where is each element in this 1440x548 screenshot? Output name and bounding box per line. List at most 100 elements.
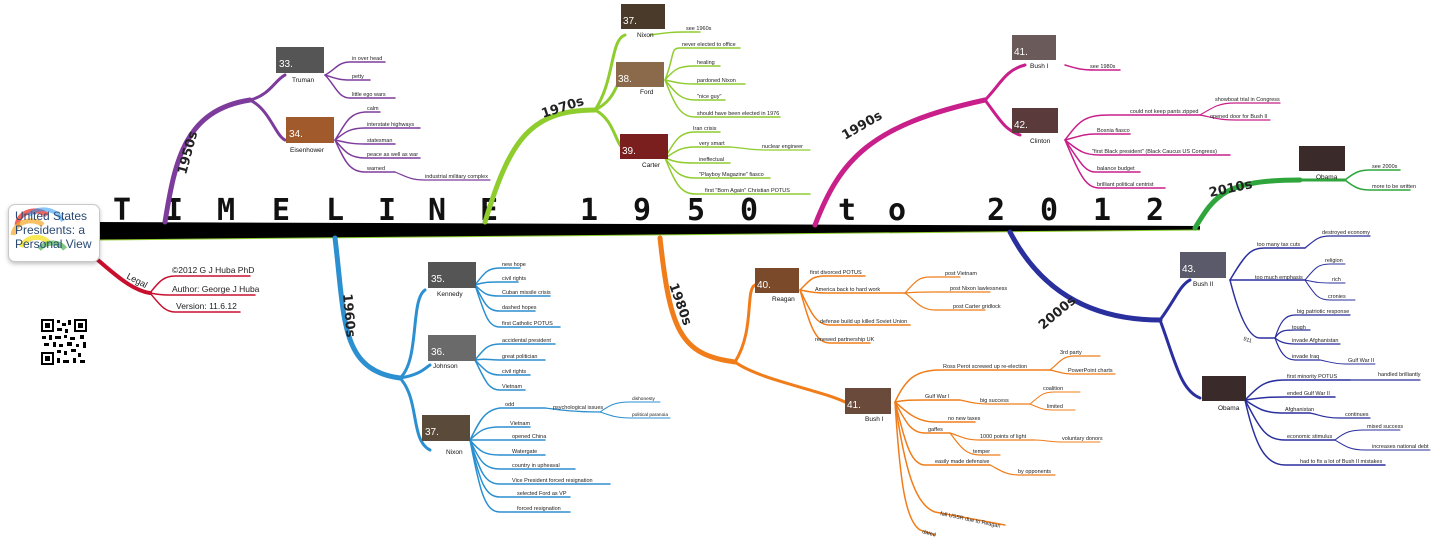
- portrait-photo: [1202, 376, 1246, 401]
- title-letter: 0: [1040, 193, 1058, 228]
- portrait-photo: [428, 335, 476, 361]
- badge-number: 43.: [1182, 264, 1196, 275]
- branch-2010s: [1192, 169, 1411, 231]
- note-label: handled brilliantly: [1378, 372, 1421, 378]
- note-label: continues: [1345, 412, 1369, 418]
- timeline-title: T I M E L I N E 1 9 5 0 t o 2 0 1 2: [113, 193, 1164, 228]
- note-label: "nice guy": [697, 94, 721, 100]
- note-label: should have been elected in 1976: [697, 111, 779, 117]
- note-label: civil rights: [502, 276, 526, 282]
- portrait-photo: [1180, 252, 1226, 278]
- branch-1990s: [812, 63, 1281, 228]
- portrait-photo: [276, 47, 324, 73]
- president-name: Obama: [1316, 174, 1338, 181]
- note-label: Vietnam: [502, 384, 522, 390]
- portrait-photo: [845, 388, 891, 414]
- notes-1970s: see 1960s never elected to office healin…: [682, 26, 803, 194]
- note-label: country in upheaval: [512, 463, 560, 469]
- badge-number: 41.: [847, 400, 861, 411]
- president-name: Bush I: [1030, 63, 1049, 70]
- president-name: Johnson: [433, 363, 458, 370]
- president-name: Bush I: [865, 416, 884, 423]
- notes-1960s: new hope civil rights Cuban missile cris…: [502, 262, 668, 512]
- note-label: temper: [973, 449, 990, 455]
- title-letter: I: [378, 193, 396, 228]
- note-label: healing: [697, 60, 715, 66]
- note-label: warned: [366, 166, 385, 172]
- note-label: psychological issues: [553, 405, 603, 411]
- note-label: voluntary donors: [1062, 436, 1103, 442]
- note-label: first Catholic POTUS: [502, 321, 553, 327]
- badge-number: 37.: [623, 16, 637, 27]
- portrait-photo: [755, 268, 799, 293]
- note-label: "first Black president" (Black Caucus US…: [1092, 149, 1217, 155]
- note-label: opened door for Bush II: [1210, 114, 1268, 120]
- note-label: post Carter gridlock: [953, 304, 1001, 310]
- note-label: Iran crisis: [693, 126, 717, 132]
- badge-number: 41.: [1014, 47, 1028, 58]
- root-topic[interactable]: United States Presidents: a Personal Vie…: [8, 204, 100, 262]
- note-label: forced resignation: [517, 506, 561, 512]
- note-label: calm: [367, 106, 379, 112]
- root-title-line: Presidents: a: [15, 223, 86, 237]
- note-label: dishonesty: [632, 396, 656, 402]
- branch-1950s: [162, 61, 491, 225]
- portrait-photo: [1012, 35, 1056, 60]
- badge-number: 36.: [431, 347, 445, 358]
- note-label: interstate highways: [367, 122, 414, 128]
- note-label: never elected to office: [682, 42, 736, 48]
- notes-2000s: too many tax cuts destroyed economy too …: [1242, 230, 1429, 465]
- note-label: 911: [1242, 336, 1252, 344]
- note-label: Vietnam: [510, 421, 530, 427]
- president-name: Kennedy: [437, 291, 463, 298]
- notes-1950s: in over head petty little ego wars calm …: [352, 56, 488, 180]
- title-letter: 2: [987, 193, 1005, 228]
- portrait-photo: [620, 134, 668, 159]
- title-letter: 9: [633, 193, 651, 228]
- note-label: Vice President forced resignation: [512, 478, 593, 484]
- note-label: first "Born Again" Christian POTUS: [705, 188, 790, 194]
- title-letter: o: [888, 193, 906, 228]
- note-label: post Vietnam: [945, 271, 977, 277]
- note-label: great politician: [502, 354, 537, 360]
- decade-label-1970s: 1970s: [540, 94, 587, 122]
- note-label: accidental president: [502, 338, 551, 344]
- note-label: odd: [505, 402, 514, 408]
- note-label: big patriotic response: [1297, 309, 1349, 315]
- note-label: selected Ford as VP: [517, 491, 567, 497]
- portrait-photo: [422, 415, 470, 441]
- note-label: petty: [352, 74, 364, 80]
- timeline-axis-underline: [94, 229, 1201, 241]
- note-label: coalition: [1043, 386, 1063, 392]
- title-letter: E: [272, 193, 290, 228]
- legal-copyright: ©2012 G J Huba PhD: [172, 265, 254, 275]
- branch-1970s: [482, 31, 811, 225]
- badge-number: 33.: [279, 59, 293, 70]
- note-label: ended Gulf War II: [1287, 391, 1330, 397]
- note-label: invade Iraq: [1292, 354, 1319, 360]
- portrait-photo: [286, 117, 334, 143]
- badge-number: 40.: [757, 280, 771, 291]
- note-label: tough: [1292, 325, 1306, 331]
- president-name: Nixon: [446, 449, 463, 456]
- note-label: mixed success: [1367, 424, 1403, 430]
- portrait-photo: [621, 4, 665, 29]
- note-label: had to fix a lot of Bush II mistakes: [1300, 459, 1382, 465]
- notes-2010s: see 2000s more to be written: [1372, 164, 1416, 190]
- root-title-line: Personal View: [15, 237, 92, 251]
- timeline-axis: [95, 222, 1200, 240]
- title-letter: L: [326, 193, 344, 228]
- note-label: pardoned Nixon: [697, 78, 736, 84]
- note-label: showboat trial in Congress: [1215, 97, 1280, 103]
- badge-number: 42.: [1014, 120, 1028, 131]
- branch-2000s: [1007, 229, 1431, 466]
- note-label: dashed hopes: [502, 305, 537, 311]
- title-letter: N: [428, 193, 446, 228]
- note-label: industrial military complex: [425, 174, 488, 180]
- title-letter: 0: [740, 193, 758, 228]
- badge-number: 37.: [425, 427, 439, 438]
- note-label: 3rd party: [1060, 350, 1082, 356]
- branch-1960s: [332, 235, 671, 513]
- note-label: "Playboy Magazine" fiasco: [699, 172, 764, 178]
